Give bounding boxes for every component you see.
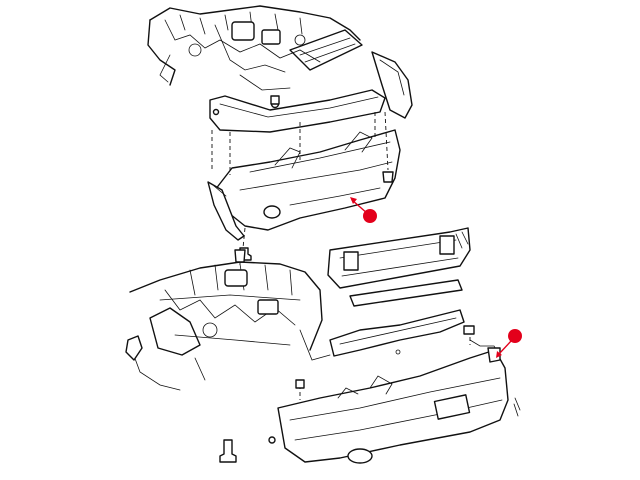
- upper-energy-absorber: [289, 29, 363, 71]
- lower-bumper-fascia: [277, 339, 521, 464]
- lower-energy-absorber: [329, 309, 465, 357]
- lower-callout: [496, 329, 522, 358]
- upper-callout-marker[interactable]: [363, 209, 377, 223]
- upper-callout: [350, 197, 377, 223]
- lower-callout-marker[interactable]: [508, 329, 522, 343]
- lower-reinforcement-beam: [327, 227, 471, 289]
- lower-engine-compartment: [125, 261, 331, 391]
- lower-absorber-strip: [349, 279, 463, 307]
- upper-support-bracket: [209, 89, 386, 133]
- lower-fasteners: [219, 249, 475, 463]
- upper-engine-compartment: [147, 5, 361, 91]
- upper-bumper-fascia: [207, 129, 401, 241]
- upper-bumper-beam: [371, 51, 413, 119]
